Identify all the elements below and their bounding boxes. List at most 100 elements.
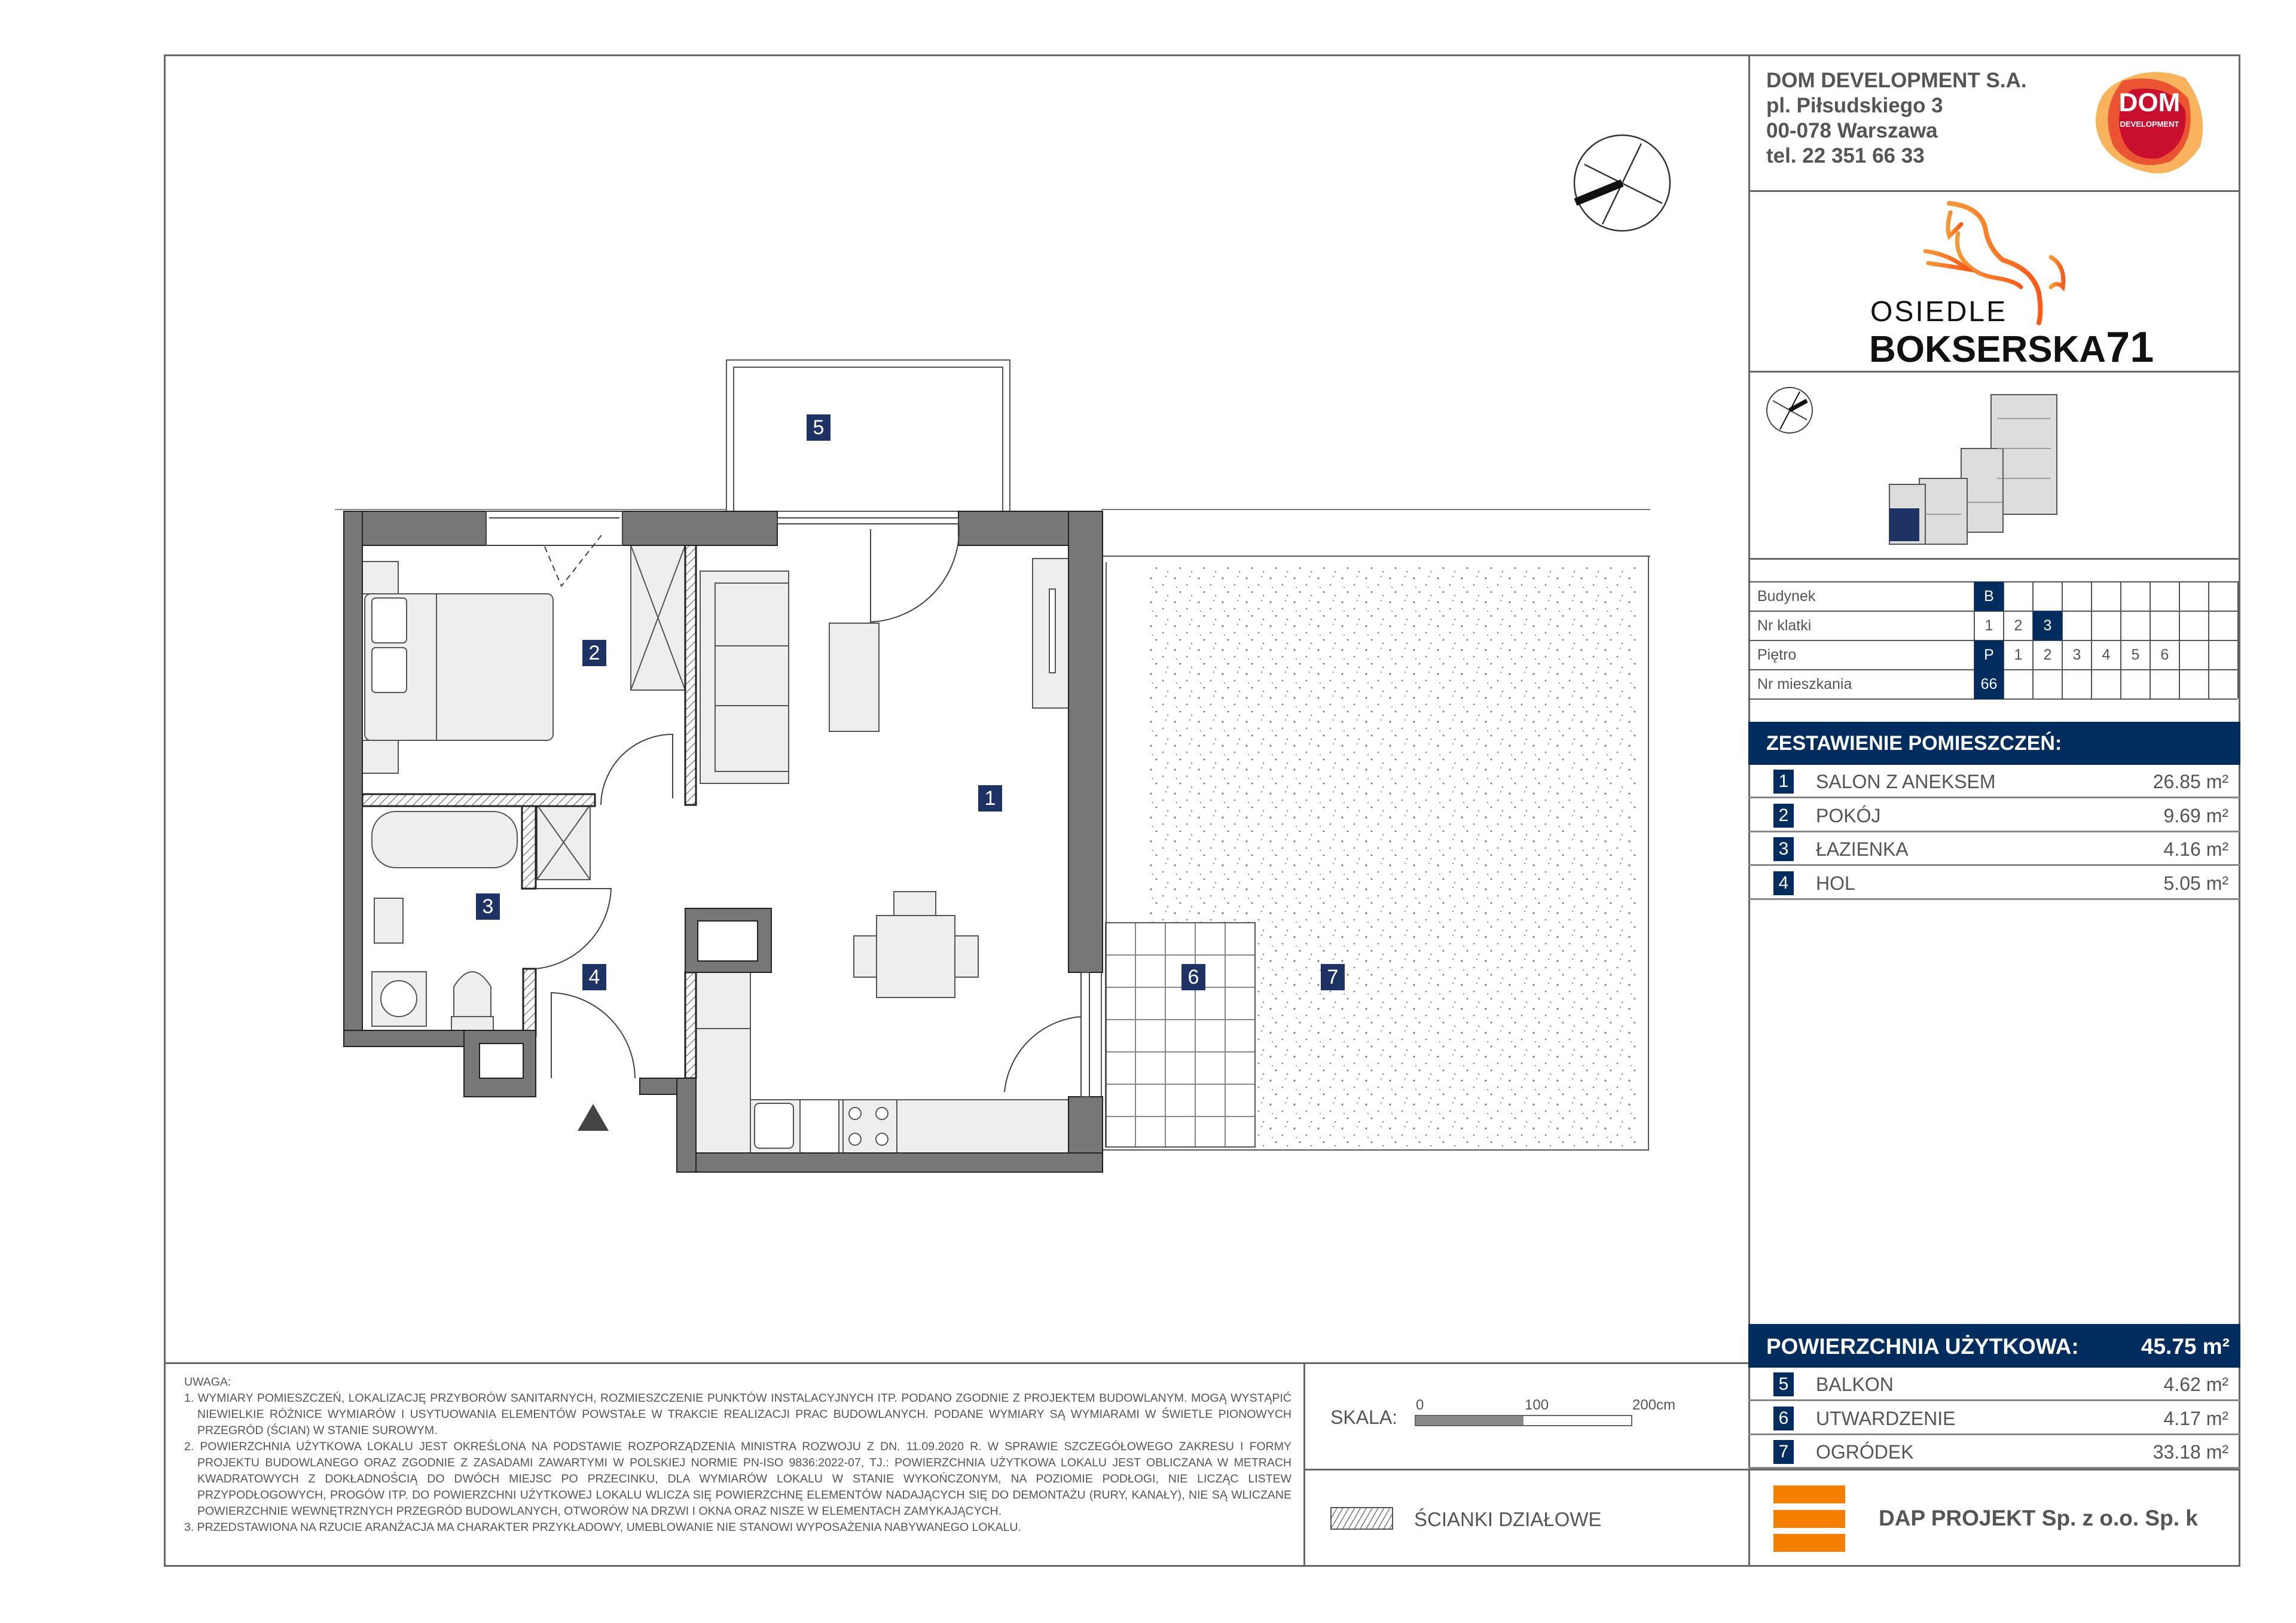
dom-logo-text: DOM <box>2118 88 2181 117</box>
note-item: 1. WYMIARY POMIESZCZEŃ, LOKALIZACJĘ PRZY… <box>184 1392 1292 1437</box>
info-cell: 6 <box>2160 646 2169 663</box>
info-row-label: Piętro <box>1757 646 1797 663</box>
notes-scale-divider <box>1303 1362 1305 1567</box>
sheet-frame <box>164 54 2240 1567</box>
room-area: 4.62 m² <box>2163 1374 2228 1395</box>
scale-tick-200: 200cm <box>1632 1397 1676 1413</box>
room-row: 4 HOL 5.05 m² <box>1748 867 2240 900</box>
horse-logo-icon <box>1923 201 2066 325</box>
plan-label-hall: 4 <box>582 964 606 990</box>
scale-bar <box>1415 1415 1632 1426</box>
table-line <box>2237 581 2239 698</box>
info-cell: 3 <box>2033 611 2062 640</box>
table-line <box>1748 611 2237 612</box>
info-cell: 1 <box>1984 617 1993 634</box>
plan-label-bathroom: 3 <box>476 893 500 920</box>
dap-logo-bar <box>1773 1534 1845 1552</box>
room-area: 4.17 m² <box>2163 1407 2228 1429</box>
partition-walls <box>361 543 697 1079</box>
room-number-badge: 7 <box>1773 1440 1794 1464</box>
dom-logo-subtext: DEVELOPMENT <box>2120 120 2179 129</box>
room-area: 5.05 m² <box>2163 872 2228 894</box>
room-row: 3 ŁAZIENKA 4.16 m² <box>1748 832 2240 866</box>
scale-tick-0: 0 <box>1416 1397 1424 1413</box>
info-cell: B <box>1974 582 2004 611</box>
info-cell: 1 <box>2014 646 2023 663</box>
rooms-summary-header: ZESTAWIENIE POMIESZCZEŃ: <box>1748 722 2240 765</box>
info-cell: 3 <box>2072 646 2081 663</box>
building-minimap <box>1766 387 2057 545</box>
plan-label-balcony: 5 <box>807 414 831 441</box>
partition-hatch-swatch <box>1330 1507 1393 1530</box>
company-city: 00-078 Warszawa <box>1766 119 1938 142</box>
info-row-label: Nr klatki <box>1757 617 1812 634</box>
doors <box>535 526 1082 1093</box>
table-line <box>2091 581 2092 698</box>
company-name: DOM DEVELOPMENT S.A. <box>1766 69 2027 92</box>
room-name: SALON Z ANEKSEM <box>1816 771 1996 792</box>
panel-divider <box>1748 54 1750 1567</box>
terrace-tiles <box>1105 922 1256 1148</box>
room-number-badge: 2 <box>1773 803 1794 828</box>
notes-divider <box>164 1362 1748 1364</box>
room-area: 9.69 m² <box>2163 804 2228 826</box>
room-area: 4.16 m² <box>2163 838 2228 860</box>
company-phone: tel. 22 351 66 33 <box>1766 144 1925 167</box>
kitchen-counter <box>695 972 751 1154</box>
plan-label-living: 1 <box>978 785 1002 812</box>
scale-tick-100: 100 <box>1525 1397 1549 1413</box>
toilet <box>453 971 491 1017</box>
dom-development-logo <box>2096 72 2203 173</box>
room-number-badge: 1 <box>1773 770 1794 794</box>
notes: UWAGA: 1. WYMIARY POMIESZCZEŃ, LOKALIZAC… <box>184 1374 1292 1536</box>
table-line <box>2208 581 2209 698</box>
project-name-line2: BOKSERSKA71 <box>1869 323 2154 372</box>
compass-small-icon <box>1766 387 1813 434</box>
project-name-main: BOKSERSKA <box>1869 329 2106 370</box>
room-name: OGRÓDEK <box>1816 1441 1914 1463</box>
company-street: pl. Piłsudskiego 3 <box>1766 94 1943 117</box>
rooms-summary-title: ZESTAWIENIE POMIESZCZEŃ: <box>1766 732 2062 755</box>
room-row: 7 OGRÓDEK 33.18 m² <box>1748 1435 2240 1469</box>
coffee-table <box>829 623 880 732</box>
project-number: 71 <box>2106 324 2154 371</box>
note-item: 2. POWIERZCHNIA UŻYTKOWA LOKALU JEST OKR… <box>184 1440 1292 1518</box>
table-line <box>2120 581 2121 698</box>
plan-label-garden: 7 <box>1321 964 1345 990</box>
windows <box>486 511 1090 1097</box>
plan-label-room: 2 <box>582 640 606 666</box>
table-line <box>1974 581 1975 698</box>
info-cell: 66 <box>1974 670 2004 699</box>
structural-walls <box>343 511 1103 1173</box>
architect-name: DAP PROJEKT Sp. z o.o. Sp. k <box>1879 1506 2198 1530</box>
table-line <box>2003 581 2004 698</box>
room-name: UTWARDZENIE <box>1816 1407 1956 1429</box>
info-row-label: Nr mieszkania <box>1757 676 1852 692</box>
usable-area-bar: POWIERZCHNIA UŻYTKOWA: 45.75 m² <box>1748 1324 2240 1368</box>
header-divider <box>1748 190 2240 192</box>
room-name: ŁAZIENKA <box>1816 838 1909 860</box>
table-line <box>2062 581 2063 698</box>
bathtub <box>371 811 518 868</box>
usable-area-label: POWIERZCHNIA UŻYTKOWA: <box>1766 1334 2079 1359</box>
table-line <box>2150 581 2151 698</box>
dap-logo-bar <box>1773 1510 1845 1528</box>
room-area: 33.18 m² <box>2152 1441 2228 1463</box>
balcony <box>726 359 1010 512</box>
info-row-label: Budynek <box>1757 588 1816 605</box>
dap-logo-bar <box>1773 1485 1845 1503</box>
table-line <box>2179 581 2180 698</box>
room-row: 6 UTWARDZENIE 4.17 m² <box>1748 1402 2240 1435</box>
minimap-divider <box>1748 558 2240 560</box>
notes-title: UWAGA: <box>184 1375 231 1389</box>
room-number-badge: 3 <box>1773 837 1794 861</box>
logo-divider <box>1748 371 2240 373</box>
room-number-badge: 6 <box>1773 1406 1794 1430</box>
room-number-badge: 4 <box>1773 871 1794 895</box>
dining-table <box>876 915 955 998</box>
room-area: 26.85 m² <box>2152 771 2228 792</box>
entrance-arrow-icon <box>578 1104 609 1131</box>
room-name: HOL <box>1816 872 1855 894</box>
